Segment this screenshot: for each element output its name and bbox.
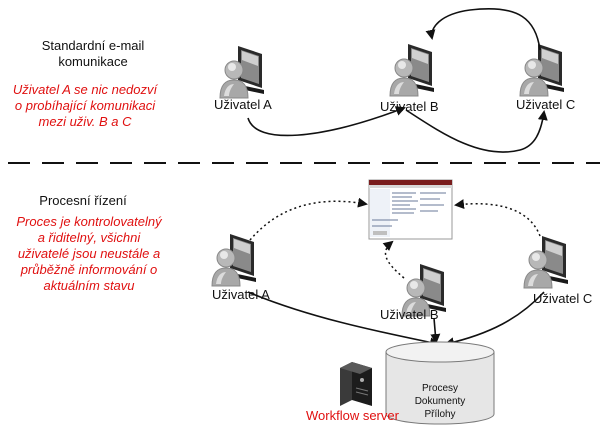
user-b-icon — [389, 43, 435, 97]
user-a-icon — [211, 233, 257, 287]
arrow-b-to-c — [405, 109, 548, 153]
user-c-label-top: Uživatel C — [516, 97, 576, 112]
arrow-c-to-db — [444, 291, 545, 348]
dotted-arrow-c-to-app — [454, 199, 541, 237]
process-section-heading: Procesní řízení — [39, 193, 127, 208]
database-label-line2: Dokumenty — [414, 396, 466, 407]
email-note-line2: o probíhající komunikaci — [14, 98, 156, 113]
database-cylinder — [385, 341, 495, 425]
email-heading-line1: Standardní e-mail — [41, 38, 145, 53]
process-note-line5: aktuálním stavu — [43, 278, 135, 293]
process-note-line3: uživatelé jsou neustále a — [17, 246, 161, 261]
database-label-line1: Procesy — [421, 383, 459, 394]
user-c-label-bottom: Uživatel C — [533, 291, 593, 306]
user-b-label-top: Uživatel B — [380, 99, 439, 114]
email-note-line3: mezi uživ. B a C — [38, 114, 132, 129]
server-icon — [340, 362, 372, 406]
arrow-a-to-db — [247, 291, 440, 348]
dotted-arrow-a-to-app — [249, 197, 368, 241]
email-section-note: Uživatel A se nic nedozví o probíhající … — [2, 82, 168, 130]
user-a-icon — [219, 45, 265, 99]
process-note-line4: průběžně informování o — [20, 262, 158, 277]
users-top — [219, 43, 565, 99]
arrow-a-to-b — [247, 106, 406, 137]
email-section-heading: Standardní e-mail komunikace — [20, 38, 166, 70]
user-a-label-top: Uživatel A — [214, 97, 272, 112]
email-note-line1: Uživatel A se nic nedozví — [12, 82, 158, 97]
arrow-b-to-db — [430, 317, 441, 344]
process-note-line1: Proces je kontrolovatelný — [16, 214, 162, 229]
workflow-server-label: Workflow server — [306, 408, 399, 423]
user-a-label-bottom: Uživatel A — [212, 287, 270, 302]
dotted-arrow-app-to-b — [382, 240, 405, 279]
process-note-line2: a řiditelný, všichni — [37, 230, 141, 245]
database-label: Procesy Dokumenty Přílohy — [406, 382, 474, 421]
user-c-icon — [523, 235, 569, 289]
arrow-c-to-b — [425, 8, 541, 51]
database-label-line3: Přílohy — [424, 409, 456, 420]
user-c-icon — [519, 43, 565, 97]
process-section-note: Proces je kontrolovatelný a řiditelný, v… — [4, 214, 174, 294]
workflow-app-window — [368, 179, 453, 240]
email-heading-line2: komunikace — [58, 54, 128, 69]
user-b-label-bottom: Uživatel B — [380, 307, 439, 322]
users-bottom — [211, 233, 569, 317]
